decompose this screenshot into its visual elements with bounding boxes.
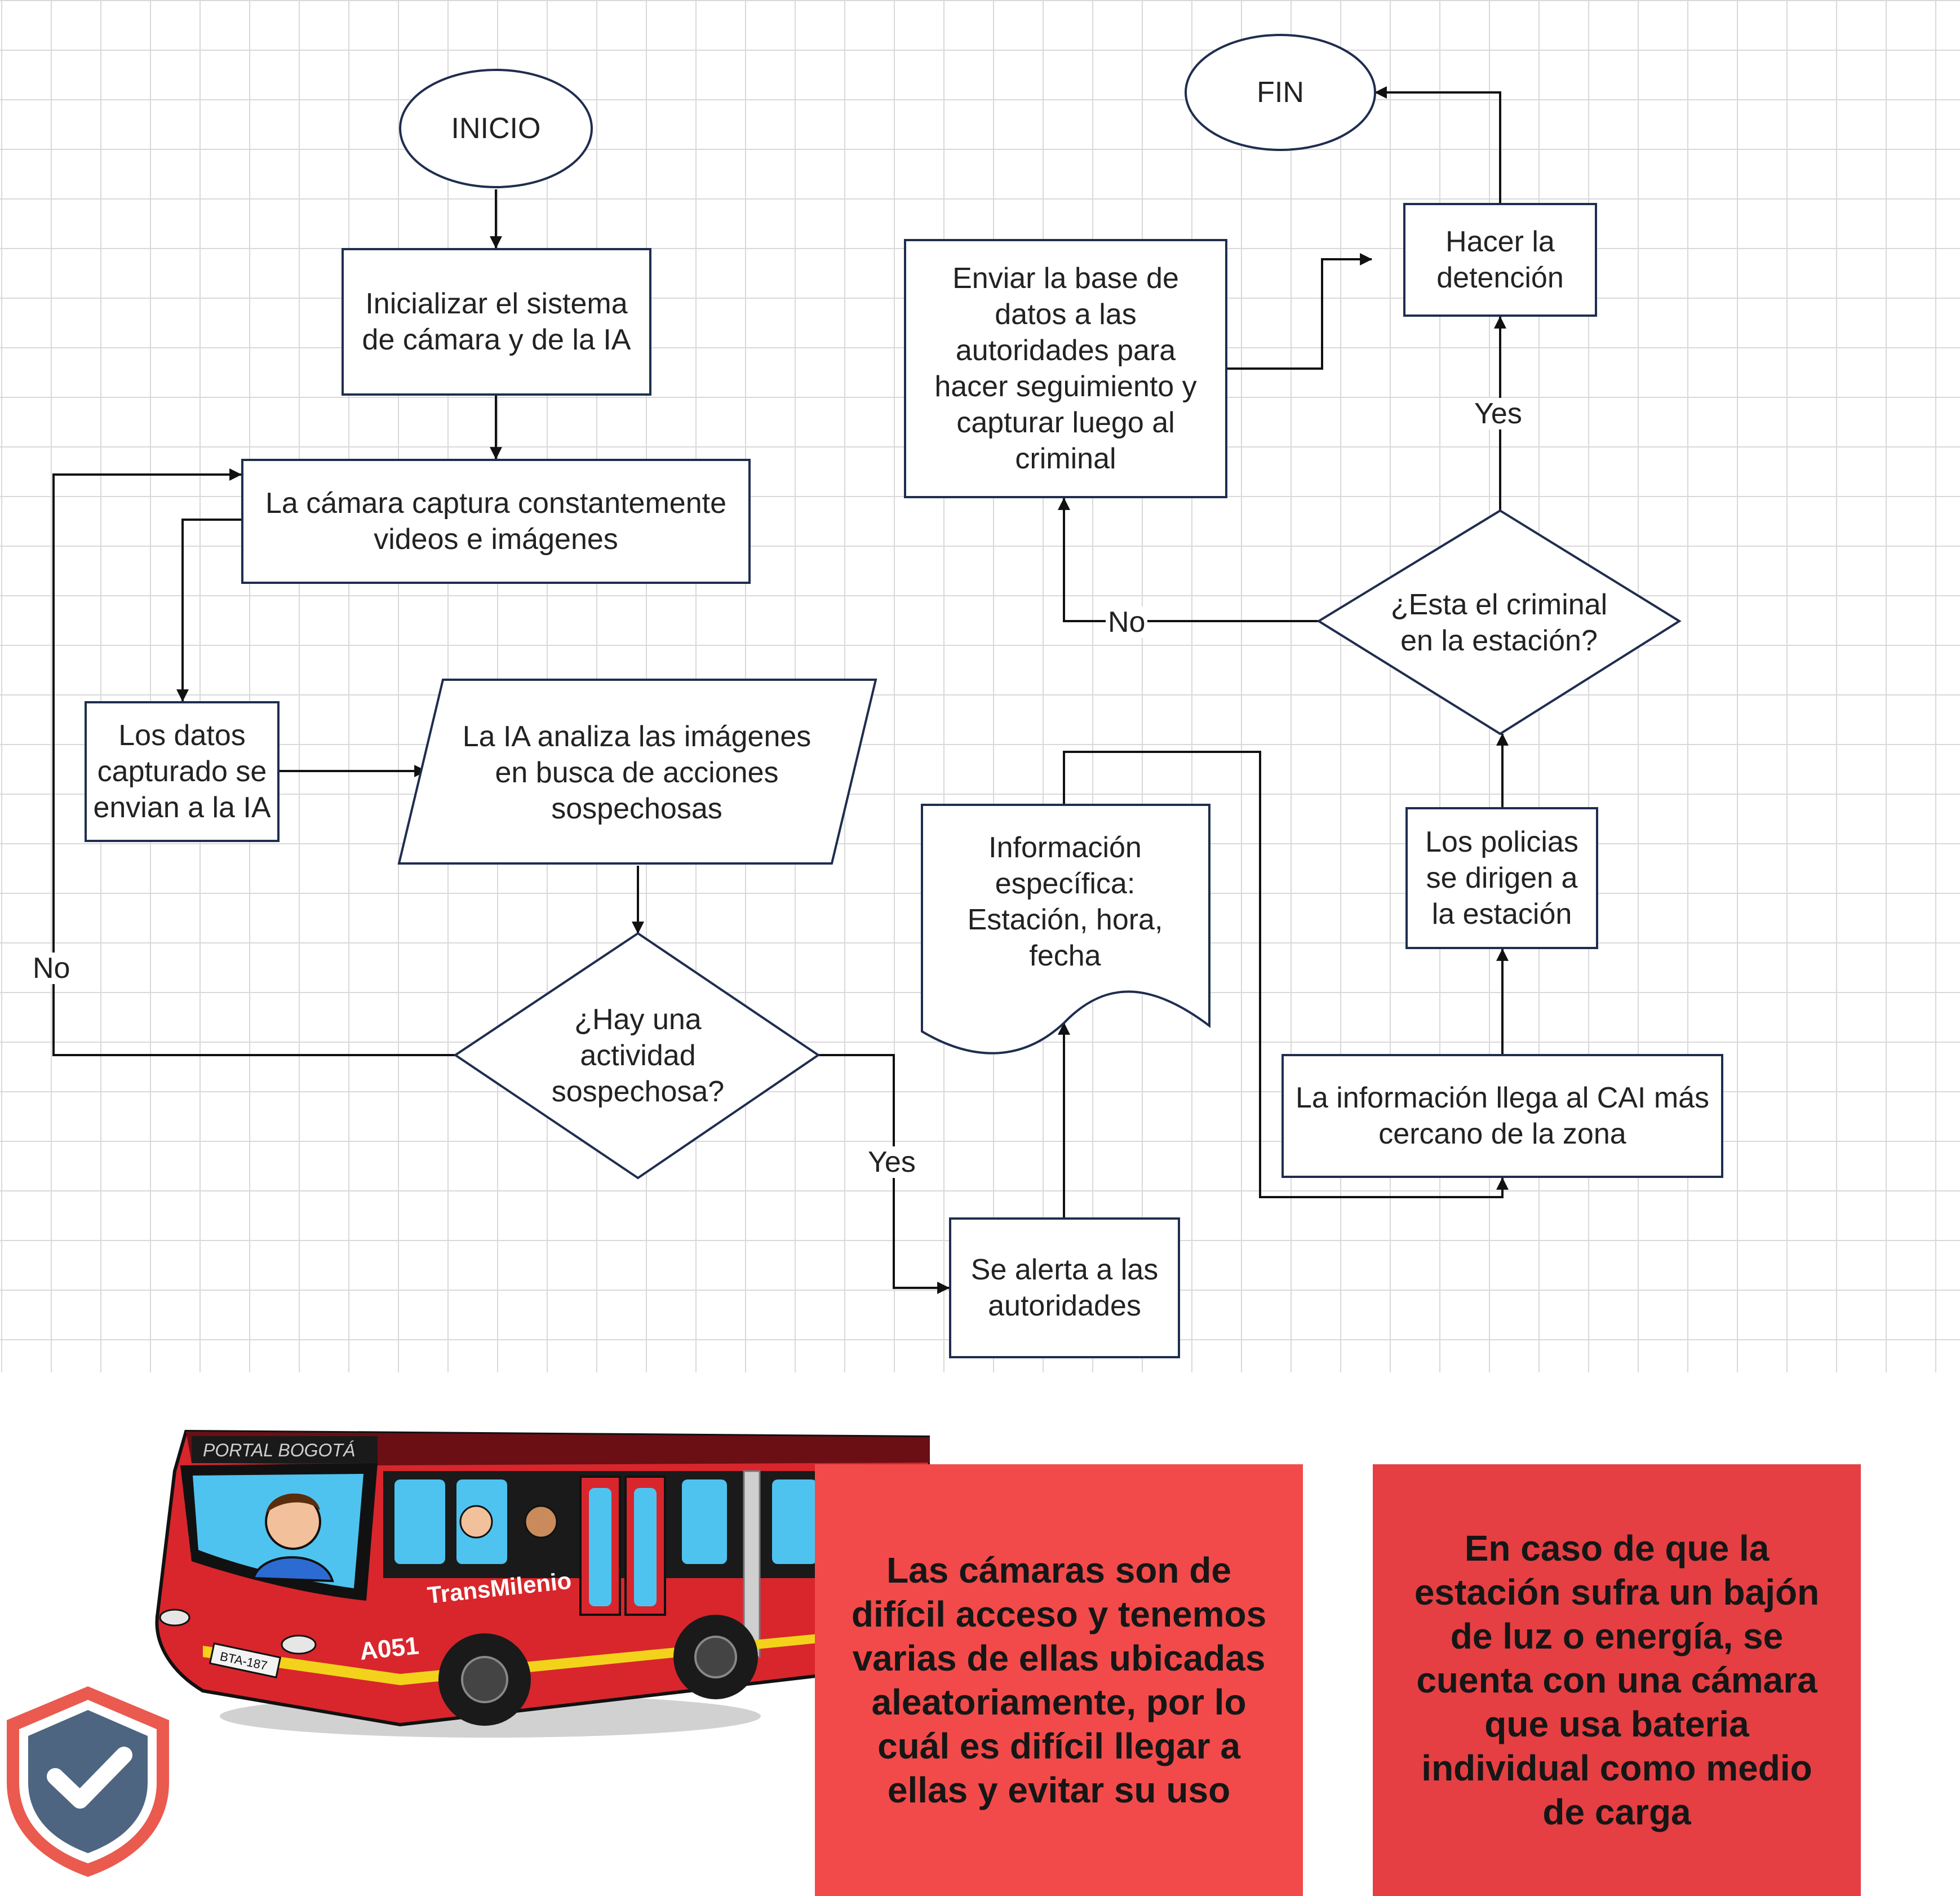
start-node: INICIO <box>400 70 592 187</box>
arrest-node: Hacer la detención <box>1403 203 1597 317</box>
init-system-node: Inicializar el sistema de cámara y de la… <box>342 248 651 396</box>
specific-info-node: Información específica: Estación, hora, … <box>935 823 1195 981</box>
init-system-label: Inicializar el sistema de cámara y de la… <box>362 287 631 356</box>
start-label: INICIO <box>451 112 541 145</box>
specific-info-shape <box>921 804 1210 1055</box>
edge-arrest-end <box>1374 86 1501 203</box>
start-node-shape <box>399 69 593 188</box>
bus-destination: PORTAL BOGOTÁ <box>203 1440 355 1460</box>
analyze-label: La IA analiza las imágenes en busca de a… <box>462 720 812 825</box>
edge-criminal-no-database <box>1058 497 1319 622</box>
edge-label-no-database: No <box>1106 606 1148 638</box>
police-node: Los policias se dirigen a la estación <box>1405 807 1598 949</box>
capture-label: La cámara captura constantemente videos … <box>265 487 727 556</box>
end-node: FIN <box>1186 35 1375 150</box>
edge-label-no-loop: No <box>30 953 73 984</box>
decision-suspicious-node: ¿Hay una actividad sospechosa? <box>541 992 735 1119</box>
edge-label-yes-arrest: Yes <box>1472 398 1524 429</box>
bus-route: A051 <box>358 1632 420 1665</box>
edge-capture-send <box>176 519 241 702</box>
alert-node: Se alerta a las autoridades <box>949 1217 1180 1358</box>
end-node-shape <box>1185 34 1376 151</box>
capture-node: La cámara captura constantemente videos … <box>241 459 751 584</box>
decision-suspicious-label: ¿Hay una actividad sospechosa? <box>551 1003 725 1108</box>
passenger-2-icon <box>524 1505 558 1539</box>
bus-illustration: PORTAL BOGOTÁ TransMilenio A051 BTA-187 <box>155 1429 930 1738</box>
decision-criminal-shape <box>1316 509 1682 736</box>
note-camera-access-text: Las cámaras son de difícil acceso y tene… <box>851 1550 1267 1810</box>
specific-info-label: Información específica: Estación, hora, … <box>967 831 1163 972</box>
alert-label: Se alerta a las autoridades <box>970 1253 1159 1322</box>
decision-criminal-node: ¿Esta el criminal en la estación? <box>1375 575 1623 671</box>
arrest-label: Hacer la detención <box>1436 225 1564 294</box>
decision-criminal-label: ¿Esta el criminal en la estación? <box>1390 588 1608 657</box>
edge-label-yes-alert: Yes <box>866 1146 918 1178</box>
cai-info-label: La información llega al CAI más cercano … <box>1295 1082 1710 1150</box>
edge-database-arrest <box>1227 253 1373 370</box>
send-data-label: Los datos capturado se envian a la IA <box>93 719 271 824</box>
analyze-node-shape <box>397 679 877 865</box>
police-label: Los policias se dirigen a la estación <box>1425 826 1578 931</box>
cai-info-node: La información llega al CAI más cercano … <box>1281 1054 1723 1178</box>
analyze-node: La IA analiza las imágenes en busca de a… <box>451 691 823 854</box>
decision-suspicious-shape <box>453 932 821 1180</box>
send-database-label: Enviar la base de datos a las autoridade… <box>934 262 1197 475</box>
shield-check-icon <box>7 1686 169 1877</box>
note-power-backup: En caso de que la estación sufra un bajó… <box>1373 1464 1861 1896</box>
send-database-node: Enviar la base de datos a las autoridade… <box>904 239 1227 498</box>
passenger-1-icon <box>459 1505 493 1539</box>
edge-info-cai <box>1063 751 1509 1198</box>
edge-no-loop <box>52 468 455 1056</box>
send-data-node: Los datos capturado se envian a la IA <box>85 701 280 842</box>
end-label: FIN <box>1257 76 1304 109</box>
note-power-backup-text: En caso de que la estación sufra un bajó… <box>1414 1528 1820 1832</box>
note-camera-access: Las cámaras son de difícil acceso y tene… <box>815 1464 1303 1896</box>
diagram-canvas <box>0 0 1960 1372</box>
